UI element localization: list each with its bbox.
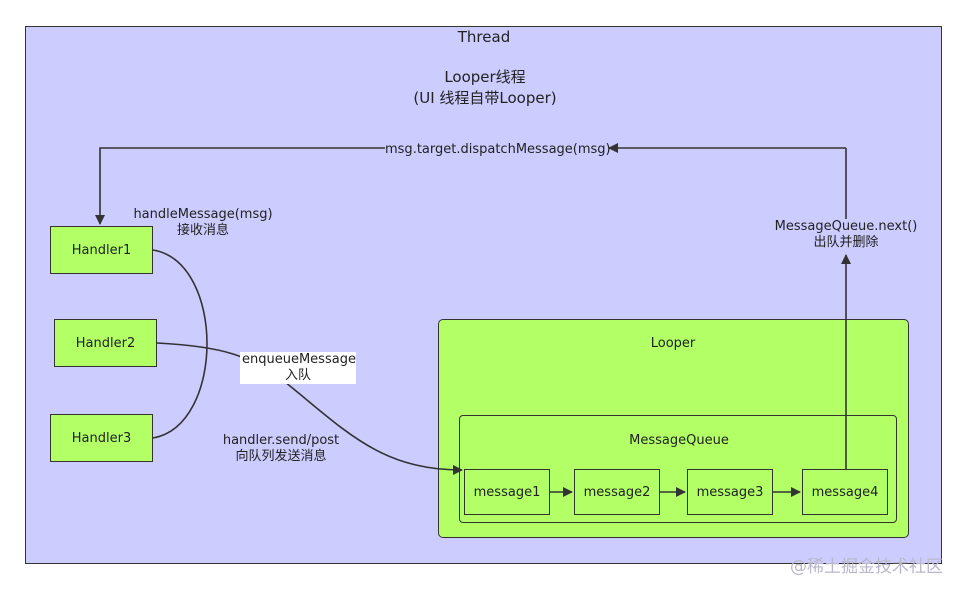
- handle-message-desc: 接收消息: [176, 223, 229, 238]
- message-node-1: message1: [464, 469, 550, 515]
- handle-message-label: handleMessage(msg): [133, 207, 273, 222]
- next-desc: 出队并删除: [771, 235, 921, 251]
- watermark-text: @稀土掘金技术社区: [790, 557, 943, 577]
- handler-node-1: Handler1: [50, 226, 153, 274]
- message-node-4: message4: [802, 469, 888, 515]
- looper-thread-title: Looper线程: [444, 68, 526, 86]
- looper-thread-subtitle: (UI 线程自带Looper): [413, 89, 557, 107]
- looper-label: Looper: [650, 336, 696, 351]
- thread-label: Thread: [457, 28, 511, 46]
- enqueue-label: enqueueMessage: [240, 352, 356, 368]
- message-node-2: message2: [574, 469, 660, 515]
- dispatch-label: msg.target.dispatchMessage(msg): [385, 142, 611, 158]
- enqueue-desc: 入队: [240, 368, 356, 384]
- handler-node-2: Handler2: [54, 319, 157, 367]
- message-queue-label: MessageQueue: [629, 433, 729, 448]
- handler-link-curve: [152, 249, 208, 439]
- send-desc: 向队列发送消息: [235, 449, 327, 464]
- next-label: MessageQueue.next(): [771, 219, 921, 235]
- handler-node-3: Handler3: [50, 414, 153, 462]
- send-label: handler.send/post: [222, 433, 340, 448]
- dispatch-line-left: [95, 147, 388, 225]
- message-node-3: message3: [687, 469, 773, 515]
